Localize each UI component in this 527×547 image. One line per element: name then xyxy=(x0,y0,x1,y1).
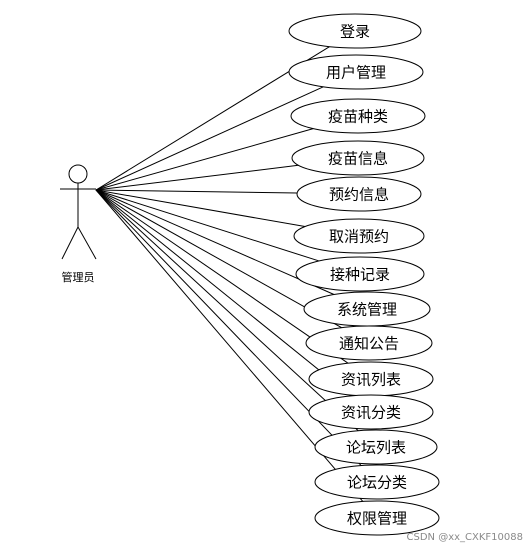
use-case-label: 疫苗种类 xyxy=(328,108,388,126)
use-case-ellipse xyxy=(305,325,433,361)
association-line xyxy=(95,189,349,364)
use-case: 用户管理 xyxy=(288,54,424,90)
use-case-ellipse xyxy=(291,140,425,176)
use-case: 论坛列表 xyxy=(314,429,438,465)
association-line xyxy=(95,86,324,191)
use-case-ellipse xyxy=(288,54,424,90)
use-case-label: 用户管理 xyxy=(326,64,386,82)
association-line xyxy=(95,189,335,295)
use-case-ellipse xyxy=(314,429,438,465)
association-line xyxy=(95,189,352,397)
association-line xyxy=(95,189,342,329)
use-case-label: 预约信息 xyxy=(329,186,389,204)
use-case-ellipse xyxy=(295,256,425,292)
association-line xyxy=(95,189,320,262)
use-case-label: 登录 xyxy=(340,23,370,41)
use-case: 资讯列表 xyxy=(308,361,434,397)
use-case-ellipse xyxy=(288,13,422,49)
watermark: CSDN @xx_CXKF10088 xyxy=(406,532,523,543)
use-case-ellipse xyxy=(296,176,422,212)
use-case: 取消预约 xyxy=(293,218,425,254)
use-case-ellipse xyxy=(308,394,434,430)
actor-head xyxy=(68,164,88,184)
use-case: 登录 xyxy=(288,13,422,49)
use-case: 疫苗种类 xyxy=(290,98,426,134)
actor-label: 管理员 xyxy=(62,270,95,284)
actor: 管理员 xyxy=(60,164,97,284)
use-case-ellipse xyxy=(290,98,426,134)
use-case-ellipse xyxy=(293,218,425,254)
use-case-label: 论坛分类 xyxy=(347,474,407,492)
use-case-label: 接种记录 xyxy=(330,266,390,284)
use-case-label: 取消预约 xyxy=(329,228,389,246)
use-case: 权限管理 xyxy=(314,500,440,536)
use-case: 系统管理 xyxy=(303,291,431,327)
use-case-label: 论坛列表 xyxy=(346,439,406,457)
use-case-label: 通知公告 xyxy=(339,335,399,353)
association-line xyxy=(95,189,298,194)
use-case: 预约信息 xyxy=(296,176,422,212)
use-case-label: 权限管理 xyxy=(347,510,407,528)
use-case-ellipse xyxy=(314,500,440,536)
association-line xyxy=(95,189,306,228)
use-case: 论坛分类 xyxy=(314,464,440,500)
association-line xyxy=(95,164,299,191)
use-case-label: 系统管理 xyxy=(337,301,397,319)
association-line xyxy=(95,189,359,432)
use-case: 接种记录 xyxy=(295,256,425,292)
use-case-label: 资讯列表 xyxy=(341,371,401,389)
association-line xyxy=(95,128,314,191)
actor-left-leg xyxy=(61,226,79,260)
use-case-label: 资讯分类 xyxy=(341,404,401,422)
use-case-ellipse xyxy=(314,464,440,500)
use-case: 资讯分类 xyxy=(308,394,434,430)
actor-right-leg xyxy=(77,226,97,260)
use-case-label: 疫苗信息 xyxy=(328,150,388,168)
use-case: 通知公告 xyxy=(305,325,433,361)
use-cases: 登录用户管理疫苗种类疫苗信息预约信息取消预约接种记录系统管理通知公告资讯列表资讯… xyxy=(288,13,440,536)
use-case: 疫苗信息 xyxy=(291,140,425,176)
